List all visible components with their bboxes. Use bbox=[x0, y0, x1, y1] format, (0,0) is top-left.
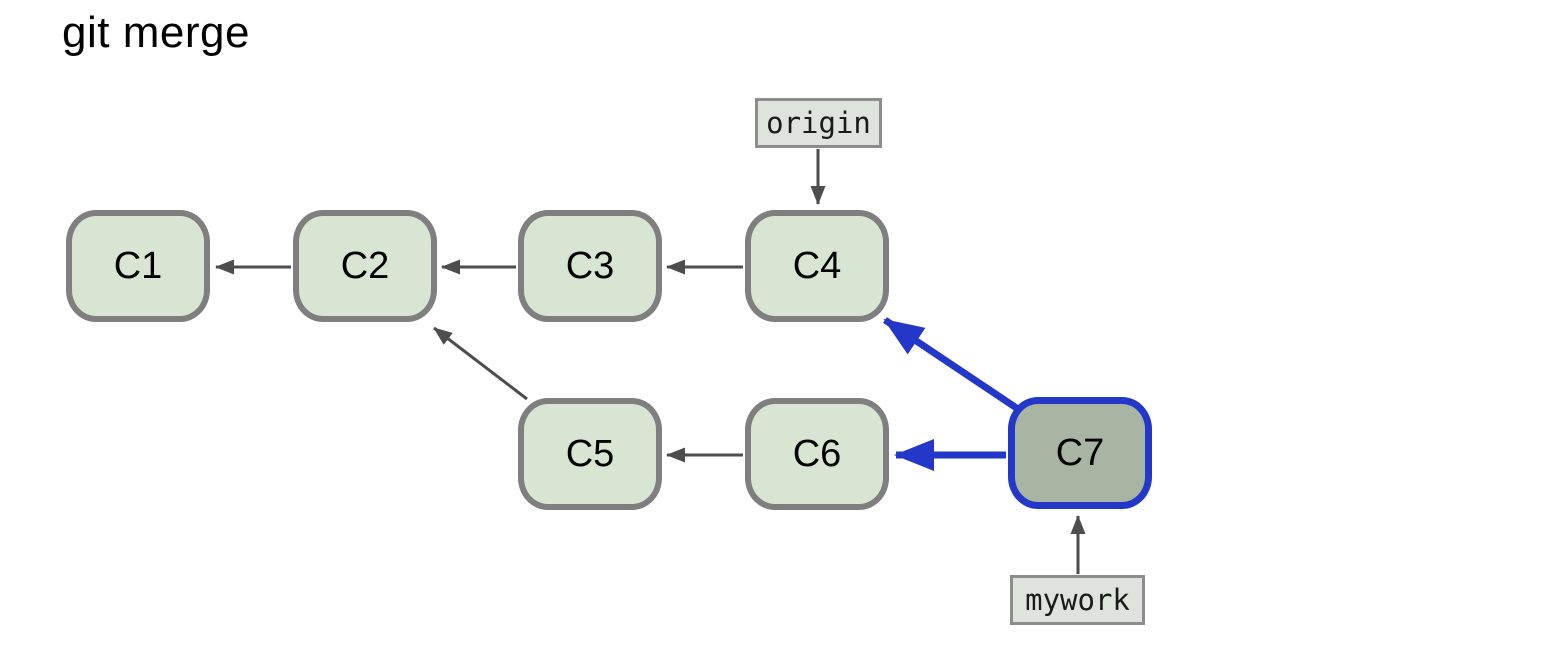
branch-label-mywork: mywork bbox=[1010, 575, 1145, 625]
edge-c5-to-c2 bbox=[433, 326, 528, 401]
commit-node-c6: C6 bbox=[745, 398, 889, 510]
commit-node-c3: C3 bbox=[518, 210, 662, 322]
edge-c7-to-c4-highlight bbox=[883, 317, 1020, 412]
diagram-title: git merge bbox=[62, 8, 250, 57]
commit-label: C4 bbox=[792, 244, 842, 287]
commit-label: C3 bbox=[565, 244, 615, 287]
branch-label-origin: origin bbox=[755, 98, 882, 148]
commit-node-c4: C4 bbox=[745, 210, 889, 322]
branch-label-text: mywork bbox=[1025, 583, 1130, 617]
commit-label: C7 bbox=[1055, 431, 1105, 474]
branch-label-text: origin bbox=[766, 106, 871, 140]
commit-label: C5 bbox=[565, 432, 615, 475]
commit-node-c1: C1 bbox=[66, 210, 210, 322]
commit-label: C6 bbox=[792, 432, 842, 475]
commit-label: C2 bbox=[340, 244, 390, 287]
commit-node-c2: C2 bbox=[293, 210, 437, 322]
commit-node-c7-merge-head: C7 bbox=[1008, 397, 1152, 509]
commit-label: C1 bbox=[113, 244, 163, 287]
commit-node-c5: C5 bbox=[518, 398, 662, 510]
